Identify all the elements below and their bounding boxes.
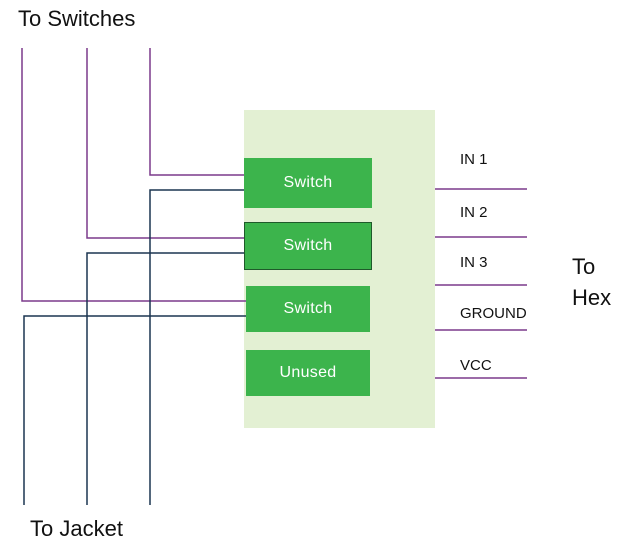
purple-wire-2	[86, 48, 244, 239]
pin-label-in3: IN 3	[460, 254, 488, 271]
dark-wire-3	[23, 315, 246, 505]
pin-label-ground: GROUND	[460, 305, 527, 322]
dark-wire-1	[149, 189, 244, 505]
to-hex-label-line1: To	[572, 254, 596, 279]
to-hex-label-line2: Hex	[572, 285, 612, 310]
to-switches-label: To Switches	[18, 6, 136, 31]
switch-block-3: Switch	[246, 286, 370, 332]
purple-wire-3	[21, 48, 246, 302]
switch-block-1: Switch	[244, 158, 372, 208]
pin-label-vcc: VCC	[460, 357, 492, 374]
pin-label-in1: IN 1	[460, 151, 488, 168]
purple-wire-1	[149, 48, 244, 176]
switch-block-2: Switch	[244, 222, 372, 270]
pin-label-in2: IN 2	[460, 204, 488, 221]
dark-wire-2	[86, 252, 244, 505]
to-jacket-label: To Jacket	[30, 516, 123, 541]
unused-block: Unused	[246, 350, 370, 396]
